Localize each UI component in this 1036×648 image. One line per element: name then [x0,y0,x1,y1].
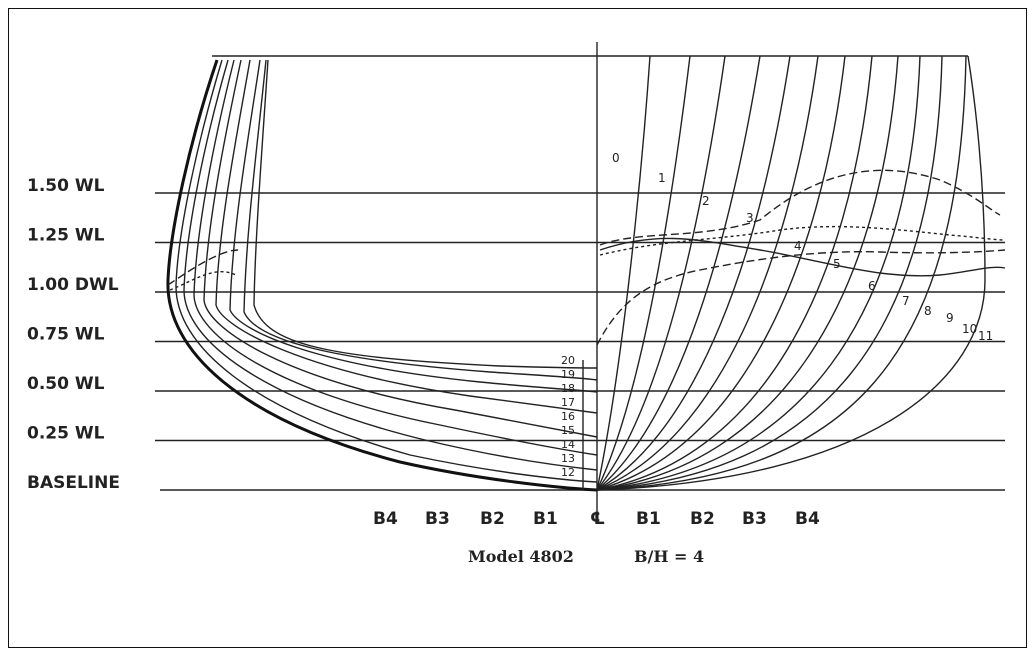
fwd-station-number-10: 10 [962,322,977,336]
aft-station-number-0: 20 [561,354,575,367]
fwd-section-outer [596,55,986,491]
fwd-section-8 [596,55,899,491]
waterline-label-1: 1.25 WL [27,226,105,246]
buttock-label-right-1: B2 [690,509,715,529]
aft-section [229,59,598,393]
fwd-section-11 [596,55,967,491]
fwd-deck-edge [599,237,1006,277]
body-plan-diagram: 1.50 WL 1.25 WL 1.00 DWL 0.75 WL 0.50 WL 0.25… [27,42,1006,566]
buttock-label-left-1: B3 [425,509,450,529]
buttock-labels: B4 B3 B2 B1 B1 B2 B3 B4 [373,509,820,529]
aft-deck-edge-dotted [169,271,237,291]
waterline-label-2: 1.00 DWL [27,275,119,295]
fwd-section-1 [596,55,691,491]
aft-section-outer [166,59,598,492]
aft-section [193,59,598,456]
fwd-station-number-5: 5 [833,257,841,271]
waterline-label-0: 1.50 WL [27,176,105,196]
fwd-station-number-11: 11 [978,329,993,343]
aft-station-number-4: 16 [561,410,575,423]
fwd-section-10 [596,55,943,491]
fwd-station-number-3: 3 [746,211,754,225]
fwd-station-number-4: 4 [794,239,802,253]
fwd-section-3 [596,55,761,491]
waterline-label-6: BASELINE [27,473,120,493]
aft-station-number-8: 12 [561,466,575,479]
buttock-label-right-0: B1 [636,509,661,529]
aft-deck-edge-dashed [167,249,239,286]
aft-sections [166,59,598,492]
buttock-label-left-2: B2 [480,509,505,529]
aft-station-number-3: 17 [561,396,575,409]
fwd-sections [596,55,1006,491]
buttock-label-left-0: B4 [373,509,398,529]
fwd-station-number-7: 7 [902,294,910,308]
aft-station-number-5: 15 [561,424,575,437]
waterline-labels: 1.50 WL 1.25 WL 1.00 DWL 0.75 WL 0.50 WL 0.25… [27,176,120,493]
fwd-section-5 [596,55,819,491]
centerline-symbol: ℄ [590,509,605,529]
aft-station-number-1: 19 [561,368,575,381]
waterline-label-3: 0.75 WL [27,325,105,345]
fwd-station-number-6: 6 [868,279,876,293]
caption-model: Model 4802 [468,547,574,566]
fwd-station-number-1: 1 [658,171,666,185]
fwd-knuckle-dashed [596,249,1006,346]
buttock-label-right-2: B3 [742,509,767,529]
fwd-section-7 [596,55,873,491]
fwd-station-number-9: 9 [946,311,954,325]
waterline-label-5: 0.25 WL [27,424,105,444]
fwd-section-0 [596,55,651,491]
fwd-deck-edge-dashed [599,169,1001,246]
waterline-grid [155,192,1005,491]
buttock-label-left-3: B1 [533,509,558,529]
fwd-deck-edge-dotted [599,225,1006,256]
aft-station-number-6: 14 [561,438,575,451]
aft-section [203,59,598,438]
fwd-section-2 [596,55,726,491]
fwd-station-number-8: 8 [924,304,932,318]
aft-section [243,59,598,381]
caption-ratio: B/H = 4 [634,547,704,566]
aft-station-number-2: 18 [561,382,575,395]
aft-section [253,59,598,369]
buttock-label-right-3: B4 [795,509,820,529]
aft-section [183,59,598,471]
fwd-station-number-0: 0 [612,151,620,165]
fwd-station-number-2: 2 [702,194,710,208]
aft-station-number-7: 13 [561,452,575,465]
aft-section [215,59,598,414]
fwd-section-9 [596,55,921,491]
fwd-section-4 [596,55,791,491]
fwd-section-6 [596,55,846,491]
aft-section [175,59,598,483]
waterline-label-4: 0.50 WL [27,374,105,394]
